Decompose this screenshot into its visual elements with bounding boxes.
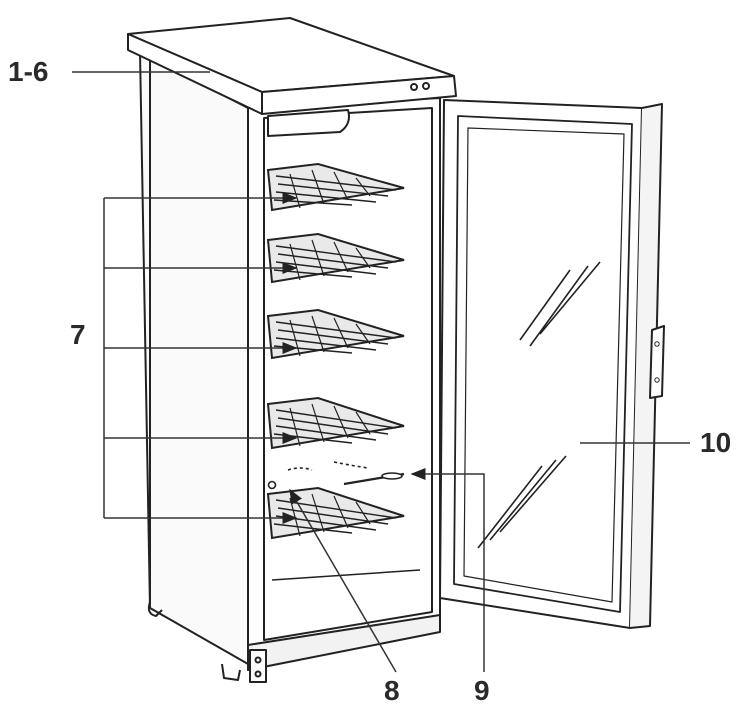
wire-shelf-4: [266, 396, 405, 450]
top-lid-side-edge: [127, 33, 263, 115]
callout-label-9: 9: [474, 675, 490, 706]
door-handle: [649, 325, 665, 399]
glass-reflection-lower: [477, 455, 567, 549]
leader-9: [410, 468, 485, 672]
cabinet-foot: [147, 601, 163, 617]
cabinet-base: [247, 614, 441, 671]
wire-shelf-3: [266, 308, 405, 360]
door-glass-pane: [453, 115, 633, 613]
control-knob-2: [422, 82, 430, 90]
control-knob-1: [410, 83, 418, 91]
item-8-component: [267, 480, 277, 490]
base-hinge-plate: [249, 649, 267, 683]
cabinet-floor-line: [271, 569, 421, 581]
callout-label-8: 8: [384, 675, 400, 706]
wire-shelf-1: [266, 162, 405, 212]
leader-lines: [72, 71, 690, 673]
wire-shelf-5: [266, 486, 405, 540]
cabinet-side-panel: [139, 51, 249, 665]
door: [439, 99, 665, 629]
door-outer-frame: [439, 99, 643, 629]
cabinet: [139, 51, 441, 683]
interior-light-housing: [267, 109, 350, 137]
interior-parts: [267, 461, 405, 490]
shelves: [266, 162, 421, 581]
callout-label-7: 7: [70, 319, 86, 350]
cabinet-foot-front: [221, 663, 241, 681]
leader-8: [289, 488, 397, 673]
callout-label-1-6: 1-6: [8, 56, 49, 87]
wire-shelf-2: [266, 232, 405, 284]
glass-reflection-upper: [519, 261, 601, 347]
cabinet-inner-opening: [263, 107, 433, 641]
top-assembly: [127, 17, 457, 137]
door-glass-inner: [463, 127, 625, 603]
callout-label-10: 10: [700, 427, 732, 458]
